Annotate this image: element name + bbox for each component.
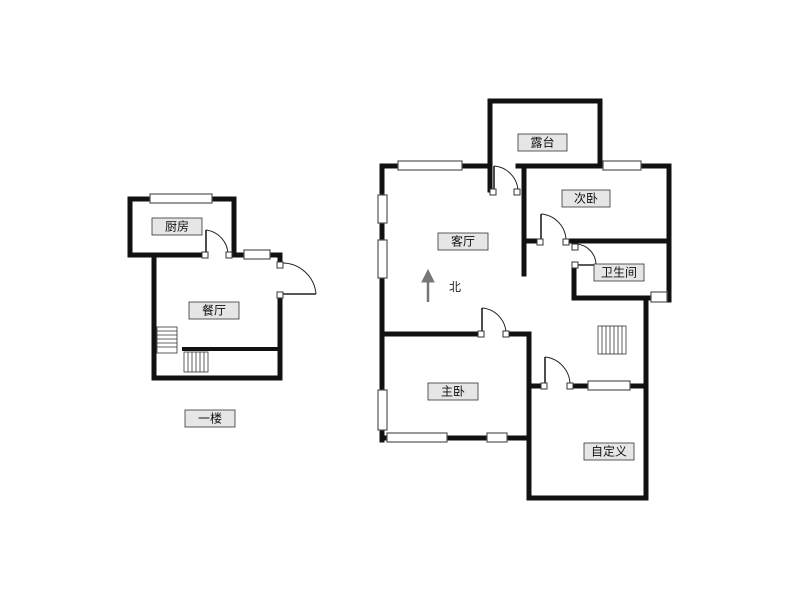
master-left-window [377, 389, 388, 431]
label-second-bedroom: 次卧 [561, 189, 611, 208]
master-bottom-window-2 [486, 432, 508, 443]
label-bathroom: 卫生间 [593, 263, 645, 282]
master-bottom-window-1 [386, 432, 448, 443]
label-floor: 一楼 [184, 409, 236, 428]
label-living-room: 客厅 [437, 232, 489, 251]
master-bedroom-door[interactable] [477, 307, 510, 338]
kitchen-window [149, 193, 213, 204]
custom-room-door[interactable] [540, 356, 574, 390]
north-label: 北 [449, 280, 461, 294]
living-left-window-2 [377, 239, 388, 279]
label-kitchen-text: 厨房 [165, 219, 189, 234]
label-terrace-text: 露台 [530, 135, 554, 150]
left-stairs-horizontal [183, 351, 209, 373]
custom-top-window [587, 380, 631, 391]
dining-entry-door[interactable] [276, 261, 317, 299]
label-dining: 餐厅 [188, 301, 240, 320]
kitchen-door[interactable] [201, 229, 233, 259]
second-bedroom-door[interactable] [536, 213, 570, 246]
living-left-window-1 [377, 194, 388, 224]
living-top-window [397, 160, 463, 171]
label-dining-text: 餐厅 [202, 303, 226, 318]
label-custom: 自定义 [583, 442, 635, 461]
label-bathroom-text: 卫生间 [601, 266, 637, 280]
label-custom-text: 自定义 [591, 444, 627, 459]
floor-label-text: 一楼 [198, 411, 222, 426]
dining-window [243, 249, 271, 260]
label-second-bedroom-text: 次卧 [574, 192, 598, 206]
bathroom-door[interactable] [571, 243, 597, 269]
north-arrow-icon [421, 268, 435, 302]
label-master-bedroom: 主卧 [427, 382, 479, 401]
right-stairs [597, 325, 627, 355]
label-kitchen: 厨房 [151, 217, 203, 236]
label-living-room-text: 客厅 [451, 234, 475, 249]
label-terrace: 露台 [517, 133, 568, 152]
terrace-door[interactable] [489, 165, 521, 196]
bathroom-window [650, 291, 668, 303]
second-bedroom-window [602, 160, 642, 171]
left-stairs-vertical [156, 326, 178, 354]
label-master-bedroom-text: 主卧 [441, 385, 465, 399]
